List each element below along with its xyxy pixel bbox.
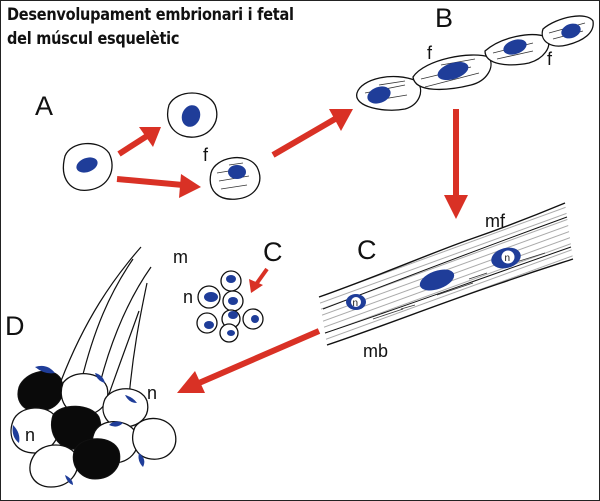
arrow-to-d xyxy=(177,328,321,393)
muscle-fiber-dark xyxy=(17,370,64,412)
nucleus-icon xyxy=(419,269,455,291)
label-m: m xyxy=(173,247,188,267)
stage-a-cells: f xyxy=(62,92,261,200)
nucleus-icon xyxy=(503,39,527,55)
stage-d-bundle: m n n xyxy=(10,246,188,488)
label-n-bundle-1: n xyxy=(147,383,157,403)
stage-label-c-fiber: C xyxy=(357,235,377,265)
label-f-chain-2: f xyxy=(547,49,553,69)
title-line-2: del múscul esquelètic xyxy=(7,29,180,48)
nucleus-icon xyxy=(437,61,469,81)
nucleus-icon xyxy=(228,165,246,179)
myoblast-cell-fibrillar xyxy=(209,157,261,200)
muscle-fiber xyxy=(102,388,149,428)
arrow-a-up xyxy=(117,127,161,157)
nucleus-icon xyxy=(561,23,581,39)
stage-c-fiber: n n mf mb xyxy=(318,202,574,361)
myoblast-cell xyxy=(62,142,113,191)
label-f-chain-1: f xyxy=(427,43,433,63)
muscle-fiber xyxy=(132,417,177,460)
stage-label-b: B xyxy=(435,3,453,33)
arrow-to-cluster xyxy=(249,267,269,293)
stage-b-chain: f f xyxy=(356,15,594,111)
label-n-fiber: n xyxy=(353,298,359,309)
arrow-b-down xyxy=(444,109,468,219)
label-n-fiber-2: n xyxy=(505,253,511,264)
nucleus-icon xyxy=(76,157,98,173)
nucleus-icon xyxy=(181,105,201,127)
nucleus-icon xyxy=(367,86,391,104)
label-mf: mf xyxy=(485,211,506,231)
title-line-1: Desenvolupament embrionari i fetal xyxy=(7,5,294,24)
stage-label-a: A xyxy=(35,91,53,121)
stage-c-cluster: n xyxy=(183,270,264,343)
muscle-fiber-dark xyxy=(72,438,121,480)
label-n-cluster: n xyxy=(183,287,193,307)
label-f-stage-a: f xyxy=(203,145,209,165)
stage-label-d: D xyxy=(5,311,25,341)
arrow-to-b xyxy=(271,109,353,158)
stage-label-c-small: C xyxy=(263,237,283,267)
myoblast-cell-upper xyxy=(167,92,218,138)
arrow-a-right xyxy=(116,174,201,198)
label-n-bundle-2: n xyxy=(25,425,35,445)
label-mb: mb xyxy=(363,341,388,361)
